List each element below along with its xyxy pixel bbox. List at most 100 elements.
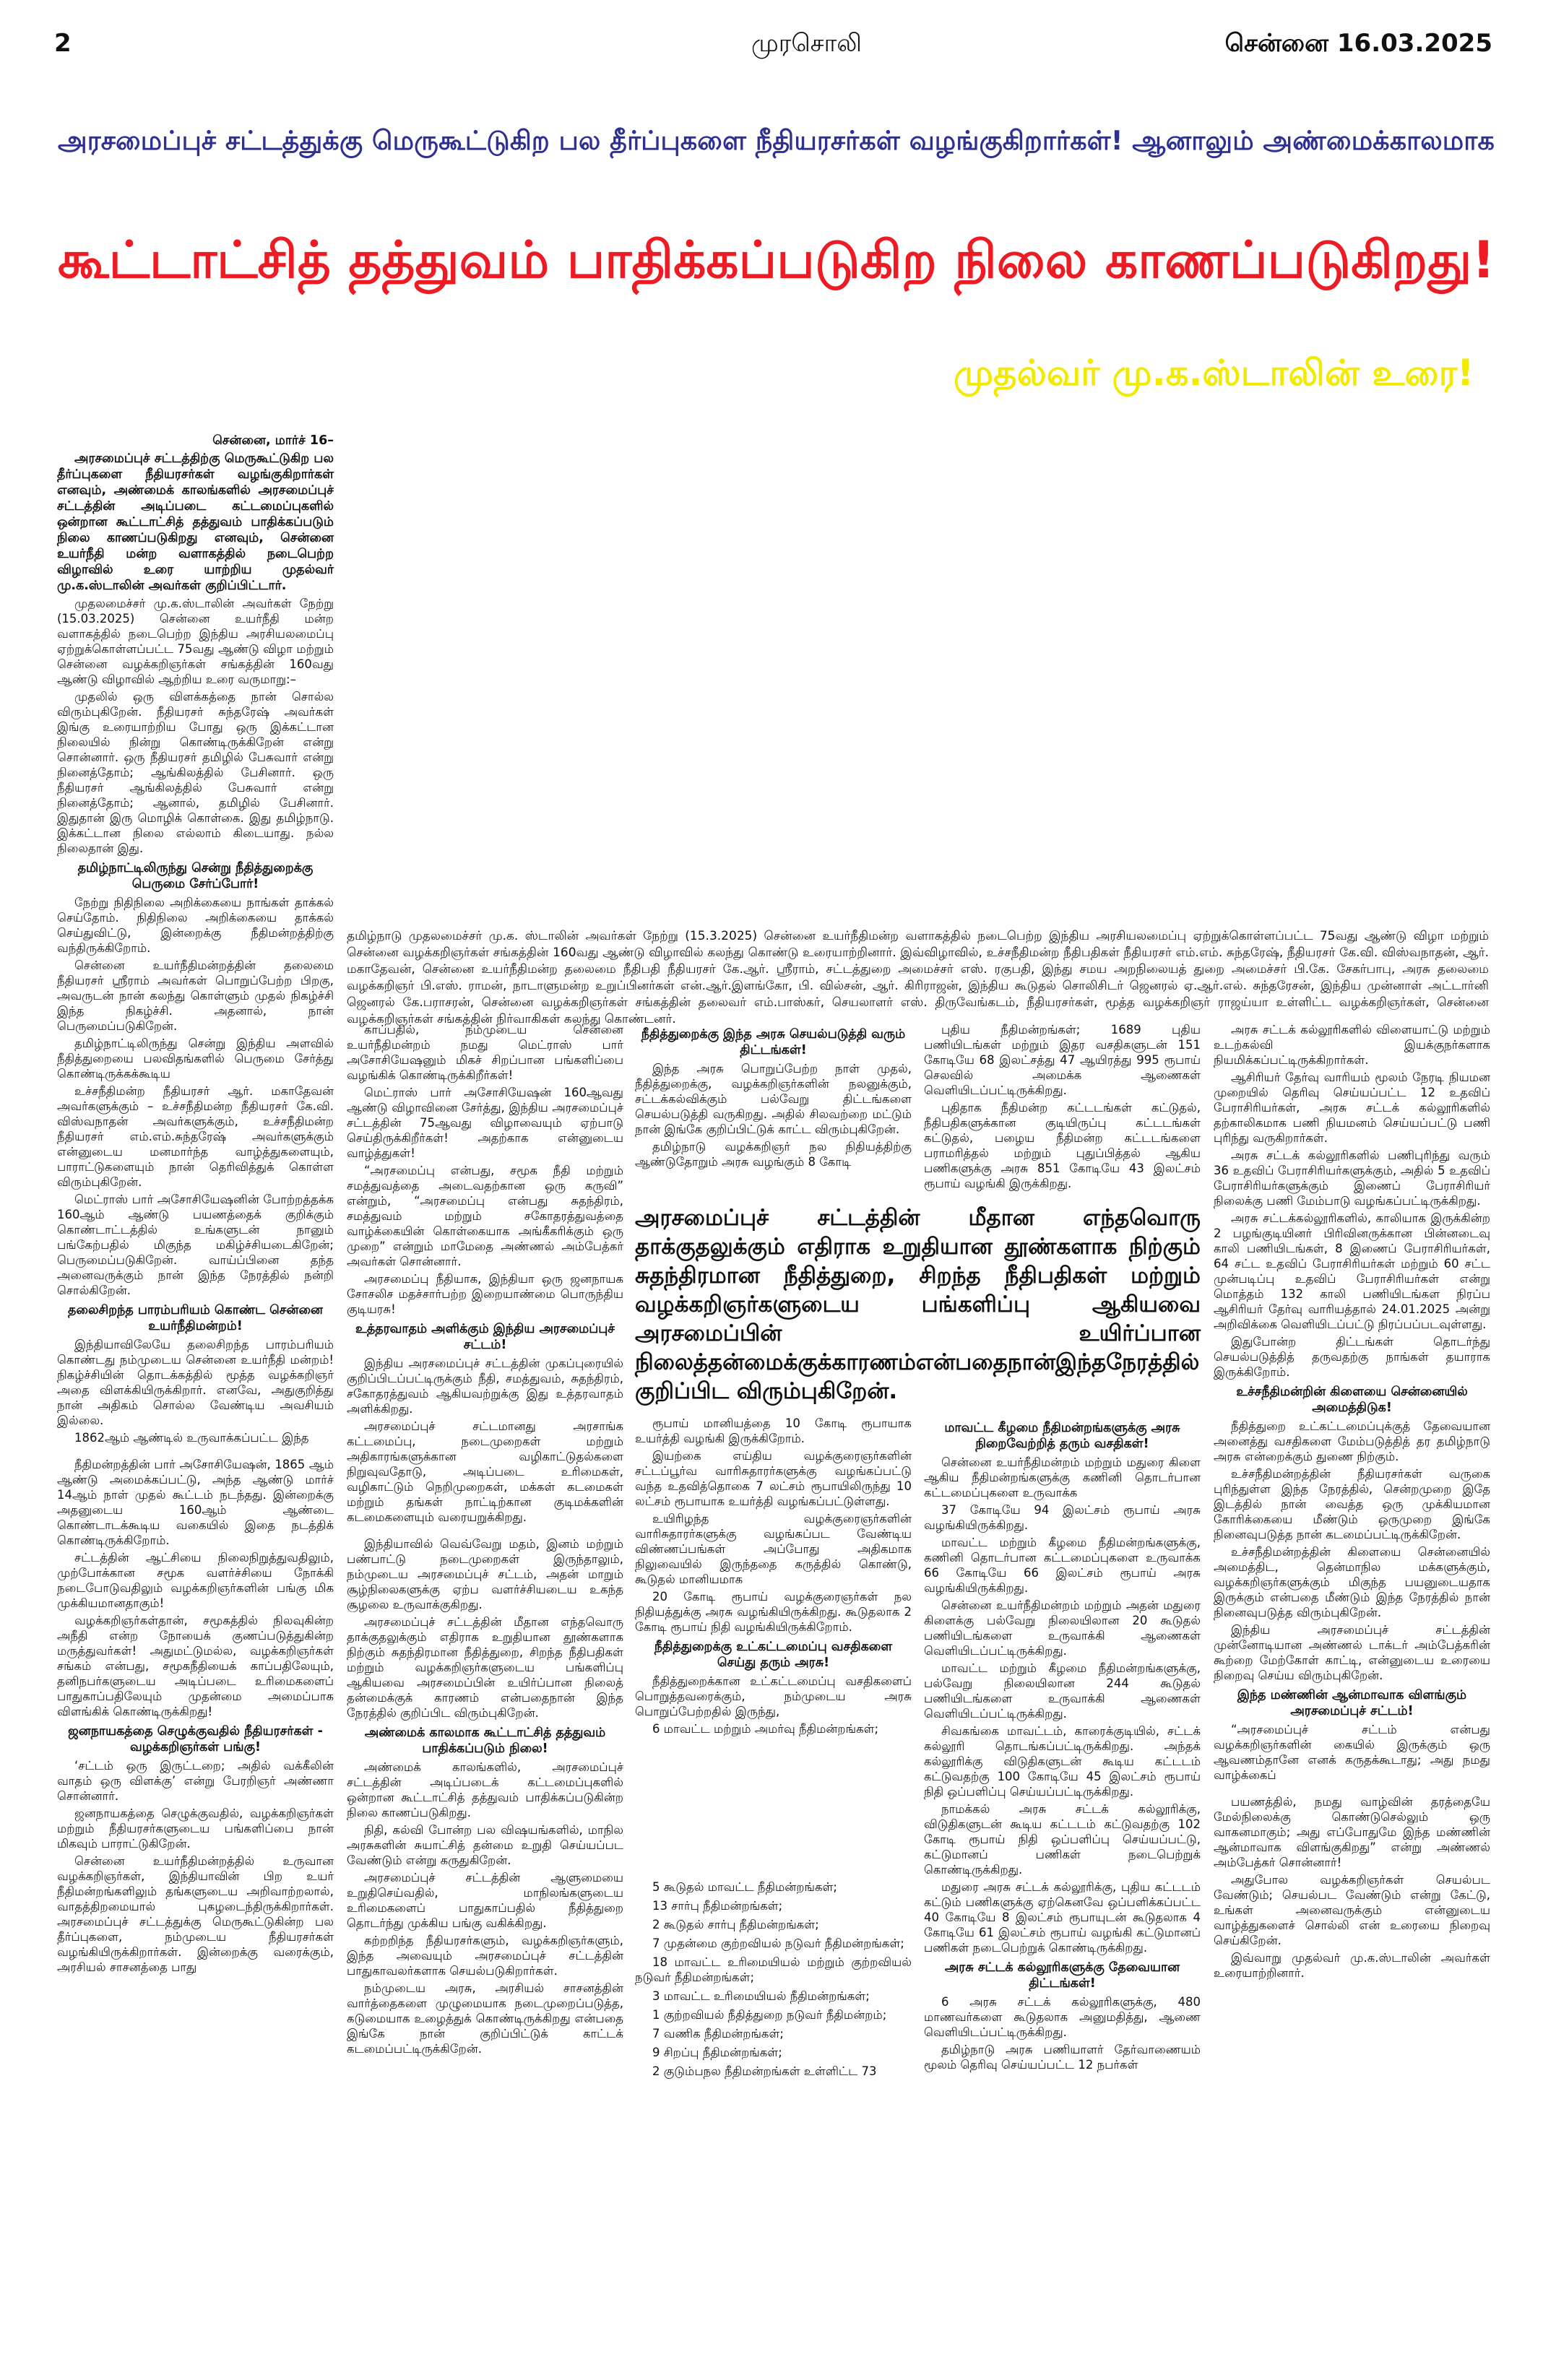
paragraph: உயிரிழந்த வழக்குரைஞர்களின் வாரிசுதாரர்கள… — [635, 1512, 912, 1586]
paragraph: “அரசமைப்புச் சட்டம் என்பது வழக்கறிஞர்களி… — [1214, 1723, 1490, 1782]
paragraph: சட்டத்தின் ஆட்சியை நிலைநிறுத்துவதிலும், … — [57, 1551, 334, 1610]
paragraph: “அரசமைப்பு என்பது, சமூக நீதி மற்றும் சமத… — [347, 1164, 623, 1268]
list-item: 18 மாவட்ட உரிமையியல் மற்றும் குற்றவியல் … — [635, 1955, 912, 1984]
paragraph: புதிதாக நீதிமன்ற கட்டடங்கள் கட்டுதல், நீ… — [924, 1101, 1201, 1190]
paragraph: முதலமைச்சர் மு.க.ஸ்டாலின் அவர்கள் நேற்று… — [57, 597, 334, 686]
paragraph: மதுரை அரசு சட்டக் கல்லூரிக்கு, புதிய கட்… — [924, 1880, 1201, 1955]
subheading: நீதித்துறைக்கு உட்கட்டமைப்பு வசதிகளை செய… — [654, 1640, 893, 1670]
article-column-5: அரசு சட்டக் கல்லூரிகளில் விளையாட்டு மற்ற… — [1214, 1022, 1490, 1983]
paragraph: இயற்கை எய்திய வழக்குரைஞர்களின் சட்டப்பூர… — [635, 1449, 912, 1508]
paragraph: மெட்ராஸ் பார் அசோசியேஷன் 160ஆவது ஆண்டு வ… — [347, 1086, 623, 1160]
article-columns-3-4: நீதித்துறைக்கு இந்த அரசு செயல்படுத்தி வர… — [635, 1022, 1201, 2082]
article-column-segment: 5 கூடுதல் மாவட்ட நீதிமன்றங்கள்; 13 சார்பு… — [635, 1879, 912, 2082]
paragraph: ஆசிரியர் தேர்வு வாரியம் மூலம் நேரடி நியம… — [1214, 1070, 1490, 1145]
paragraph: உச்சநீதிமன்ற நீதியரசர் ஆர். மகாதேவன் அவர… — [57, 1084, 334, 1189]
paragraph: சென்னை உயர்நீதிமன்றம் மற்றும் மதுரை கிளை… — [924, 1455, 1201, 1500]
subheading: இந்த மண்ணின் ஆன்மாவாக விளங்கும் அரசமைப்ப… — [1237, 1688, 1467, 1718]
list-item: 3 மாவட்ட உரிமையியல் நீதிமன்றங்கள்; — [652, 1989, 870, 2003]
list-item: 9 சிறப்பு நீதிமன்றங்கள்; — [652, 2046, 782, 2059]
list-item: 7 முதன்மை குற்றவியல் நடுவர் நீதிமன்றங்கள… — [652, 1937, 904, 1950]
subheading: தமிழ்நாட்டிலிருந்து சென்று நீதித்துறைக்க… — [77, 861, 314, 891]
article-column-segment: பயணத்தில், நமது வாழ்வின் தரத்தையே மேல்நி… — [1214, 1794, 1490, 1981]
list-item: 1 குற்றவியல் நீதித்துறை நடுவர் நீதிமன்றம… — [652, 2008, 887, 2022]
list-item: 5 கூடுதல் மாவட்ட நீதிமன்றங்கள்; — [652, 1880, 837, 1894]
paragraph: நீதித்துறை உட்கட்டமைப்புக்குத் தேவையான அ… — [1214, 1419, 1490, 1463]
paragraph: அண்மைக் காலங்களில், அரசமைப்புச் சட்டத்தி… — [347, 1760, 623, 1819]
paragraph: சிவகங்கை மாவட்டம், காரைக்குடியில், சட்டக… — [924, 1724, 1201, 1799]
article-column-segment: சென்னை, மார்ச் 16– அரசமைப்புச் சட்டத்திற்… — [57, 433, 334, 1445]
subheading: ஜனநாயகத்தை செழுக்குவதில் நீதியரசர்கள் - … — [68, 1724, 323, 1754]
paragraph: மாவட்ட மற்றும் கீழமை நீதிமன்றங்களுக்கு, … — [924, 1661, 1201, 1721]
article-column-segment: மாவட்ட கீழமை நீதிமன்றங்களுக்கு அரசு நிறை… — [924, 1416, 1201, 1879]
paragraph: நாமக்கல் அரசு சட்டக் கல்லூரிக்கு, விடுதி… — [924, 1802, 1201, 1877]
list-item: 7 வணிக நீதிமன்றங்கள்; — [652, 2027, 784, 2041]
paragraph: 6 மாவட்ட மற்றும் அமர்வு நீதிமன்றங்கள்; — [652, 1722, 879, 1736]
paragraph: இந்தியாவிலேயே தலைசிறந்த பாரம்பரியம் கொண்… — [57, 1338, 334, 1427]
paragraph: நீதிமன்றத்தின் பார் அசோசியேஷன், 1865 ஆம்… — [57, 1458, 334, 1547]
article-column-segment: இந்தியாவில் வெவ்வேறு மதம், இனம் மற்றும் … — [347, 1536, 623, 2056]
list-item: 2 கூடுதல் சார்பு நீதிமன்றங்கள்; — [652, 1918, 819, 1931]
paragraph: 6 அரசு சட்டக் கல்லூரிகளுக்கு, 480 மாணவர்… — [924, 1995, 1201, 2039]
article-column-segment: புதிய நீதிமன்றங்கள்; 1689 புதிய பணியிடங்… — [924, 1022, 1201, 1193]
paragraph: காப்பதில், நம்முடைய சென்னை உயர்நீதிமன்றம… — [347, 1023, 623, 1082]
paragraph: அரசு சட்டக் கல்லூரிகளில் பணிபுரிந்து வரு… — [1214, 1148, 1490, 1208]
article-column-segment: மதுரை அரசு சட்டக் கல்லூரிக்கு, புதிய கட்… — [924, 1879, 1201, 2082]
event-photo — [347, 433, 1489, 921]
dateline: சென்னை, மார்ச் 16– — [212, 433, 334, 448]
paragraph: தமிழ்நாட்டிலிருந்து சென்று இந்திய அளவில்… — [57, 1037, 334, 1081]
paragraph: இந்திய அரசமைப்புச் சட்டத்தின் முன்னோடியா… — [1214, 1623, 1490, 1682]
photo-caption: தமிழ்நாடு முதலமைச்சர் மு.க. ஸ்டாலின் அவர… — [347, 929, 1489, 1026]
issue-date: சென்னை 16.03.2025 — [1224, 29, 1492, 58]
paragraph: சென்னை உயர்நீதிமன்றத்தின் தலைமை நீதியரசர… — [57, 959, 334, 1033]
subheading: நீதித்துறைக்கு இந்த அரசு செயல்படுத்தி வர… — [641, 1027, 906, 1057]
lead-paragraph: அரசமைப்புச் சட்டத்திற்கு மெருகூட்டுகிற ப… — [57, 451, 334, 593]
paragraph: இவ்வாறு முதல்வர் மு.க.ஸ்டாலின் அவர்கள் உ… — [1214, 1951, 1490, 1980]
paragraph: அரசமைப்புச் சட்டத்தின் மீதான எந்தவொரு தா… — [347, 1615, 623, 1720]
paragraph: உச்சநீதிமன்றத்தின் கிளையை சென்னையில் அமை… — [1214, 1545, 1490, 1619]
paragraph: ரூபாய் மானியத்தை 10 கோடி ரூபாயாக உயர்த்த… — [635, 1416, 912, 1445]
paragraph: மாவட்ட மற்றும் கீழமை நீதிமன்றங்களுக்கு, … — [924, 1536, 1201, 1595]
paragraph: அரசமைப்புச் சட்டமானது அரசாங்க கட்டமைப்பு… — [347, 1419, 623, 1524]
subheading: உத்தரவாதம் அளிக்கும் இந்திய அரசமைப்புச் … — [355, 1322, 615, 1352]
article-column-segment: நீதிமன்றத்தின் பார் அசோசியேஷன், 1865 ஆம்… — [57, 1457, 334, 1975]
paragraph: இந்திய அரசமைப்புச் சட்டத்தின் முகப்புரைய… — [347, 1356, 623, 1416]
paragraph: அரசமைப்பு நீதியாக, இந்தியா ஒரு ஜனநாயக சோ… — [347, 1272, 623, 1316]
pull-quote: அரசமைப்புச் சட்டத்தின் மீதான எந்தவொரு தா… — [635, 1205, 1201, 1404]
list-item: 13 சார்பு நீதிமன்றங்கள்; — [652, 1899, 783, 1913]
headline-kicker-text: அரசமைப்புச் சட்டத்துக்கு மெருகூட்டுகிற ப… — [58, 125, 1495, 156]
subheading: அண்மைக் காலமாக கூட்டாட்சித் தத்துவம் பாத… — [364, 1726, 606, 1756]
main-headline: கூட்டாட்சித் தத்துவம் பாதிக்கப்படுகிற நி… — [58, 184, 1495, 336]
paragraph: இதுபோன்ற திட்டங்கள் தொடர்ந்து செயல்படுத்… — [1214, 1335, 1490, 1379]
article-column-segment: காப்பதில், நம்முடைய சென்னை உயர்நீதிமன்றம… — [347, 1022, 623, 1525]
article-column-2: காப்பதில், நம்முடைய சென்னை உயர்நீதிமன்றம… — [347, 1022, 623, 2059]
paragraph: வழக்கறிஞர்கள்தான், சமூகத்தில் நிலவுகின்ற… — [57, 1614, 334, 1718]
paragraph: அரசு சட்டக்கல்லூரிகளில், காலியாக இருக்கி… — [1214, 1211, 1490, 1331]
list-item: 2 குடும்பநல நீதிமன்றங்கள் உள்ளிட்ட 73 — [652, 2064, 877, 2078]
paragraph: மெட்ராஸ் பார் அசோசியேஷனின் போற்றத்தக்க 1… — [57, 1193, 334, 1297]
paragraph: உச்சநீதிமன்றத்தின் நீதியரசர்கள் வருகை பு… — [1214, 1467, 1490, 1541]
article-column-segment: ரூபாய் மானியத்தை 10 கோடி ரூபாயாக உயர்த்த… — [635, 1416, 912, 1879]
paragraph: கற்றறிந்த நீதியரசர்களும், வழக்கறிஞர்களும… — [347, 1934, 623, 1978]
paragraph: நேற்று நிதிநிலை அறிக்கையை நாங்கள் தாக்கல… — [57, 896, 334, 955]
paragraph: 20 கோடி ரூபாய் வழக்குரைஞர்கள் நல நிதியத்… — [635, 1590, 912, 1634]
paragraph: தமிழ்நாடு அரசு பணியாளர் தேர்வாணையம் மூலம… — [924, 2043, 1201, 2072]
paragraph: 1862ஆம் ஆண்டில் உருவாக்கப்பட்ட இந்த — [74, 1431, 309, 1445]
article-column-segment: நீதித்துறைக்கு இந்த அரசு செயல்படுத்தி வர… — [635, 1022, 912, 1193]
paragraph: 37 கோடியே 94 இலட்சம் ரூபாய் அரசு வழங்கிய… — [924, 1503, 1201, 1532]
page-number: 2 — [54, 29, 72, 58]
paragraph: இந்த அரசு பொறுப்பேற்ற நாள் முதல், நீதித்… — [635, 1062, 912, 1136]
main-headline-text: கூட்டாட்சித் தத்துவம் பாதிக்கப்படுகிற நி… — [58, 230, 1495, 290]
paragraph: நிதி, கல்வி போன்ற பல விஷயங்களில், மாநில … — [347, 1823, 623, 1867]
paragraph: நீதித்துறைக்கான உட்கட்டமைப்பு வசதிகளைப் … — [635, 1674, 912, 1718]
paragraph: தமிழ்நாடு வழக்கறிஞர் நல நிதியத்திற்கு ஆண… — [635, 1140, 912, 1169]
paragraph: புதிய நீதிமன்றங்கள்; 1689 புதிய பணியிடங்… — [924, 1023, 1201, 1097]
subheading: அரசு சட்டக் கல்லூரிகளுக்கு தேவையான திட்ட… — [944, 1960, 1180, 1991]
paragraph: ஜனநாயகத்தை செழுக்குவதில், வழக்கறிஞர்கள் … — [57, 1806, 334, 1851]
paragraph: சென்னை உயர்நீதிமன்றத்தில் உருவான வழக்கறி… — [57, 1854, 334, 1974]
headline-kicker: அரசமைப்புச் சட்டத்துக்கு மெருகூட்டுகிற ப… — [58, 108, 1495, 173]
paragraph: பயணத்தில், நமது வாழ்வின் தரத்தையே மேல்நி… — [1214, 1795, 1490, 1869]
paragraph: நம்முடைய அரசு, அரசியல் சாசனத்தின் வார்த்… — [347, 1981, 623, 2056]
paragraph: சென்னை உயர்நீதிமன்றம் மற்றும் அதன் மதுரை… — [924, 1598, 1201, 1658]
paragraph: அரசமைப்புச் சட்டத்தின் ஆளுமையை உறுதிசெய்… — [347, 1871, 623, 1930]
newspaper-name: முரசொலி — [751, 29, 862, 58]
